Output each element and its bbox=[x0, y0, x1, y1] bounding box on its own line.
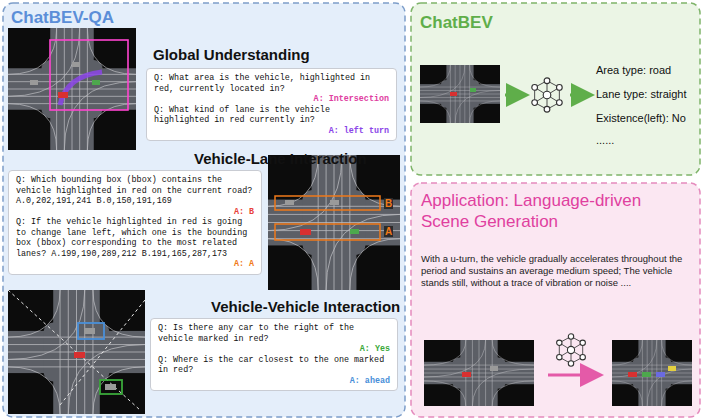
answer: A: A bbox=[16, 259, 254, 270]
question: Q: If the vehicle highlighted in red is … bbox=[16, 217, 254, 259]
answer: A: ahead bbox=[158, 376, 390, 387]
panel: Application: Language-driven Scene Gener… bbox=[411, 183, 700, 417]
answer: A: B bbox=[16, 207, 254, 218]
section-heading: Vehicle-Lane Interaction bbox=[194, 150, 367, 167]
bbox-letter: A bbox=[384, 226, 393, 237]
section-heading: Global Understanding bbox=[153, 46, 310, 63]
qa-box: Vehicle-Vehicle InteractionQ: Is there a… bbox=[150, 318, 398, 391]
panel-title: ChatBEV bbox=[420, 13, 493, 33]
panel-title: Application: Language-driven Scene Gener… bbox=[421, 190, 661, 232]
panel-ground bbox=[411, 3, 700, 175]
bbox-letter: B bbox=[384, 198, 393, 209]
panel-ground bbox=[3, 3, 405, 417]
panel-title: ChatBEV-QA bbox=[11, 8, 114, 28]
answer: A: Yes bbox=[158, 344, 390, 355]
question: Q: Is there any car to the right of the … bbox=[158, 323, 390, 344]
section-heading: Vehicle-Vehicle Interaction bbox=[211, 298, 400, 315]
output-field: ...... bbox=[596, 134, 614, 146]
question: Q: What kind of lane is the vehicle high… bbox=[154, 105, 389, 126]
output-field: Existence(left): No bbox=[596, 112, 686, 124]
answer: A: left turn bbox=[154, 126, 389, 137]
panel-ground bbox=[411, 183, 700, 417]
question: Q: What area is the vehicle, highlighted… bbox=[154, 73, 389, 94]
panel: ChatBEV-QAGlobal UnderstandingQ: What ar… bbox=[3, 3, 405, 417]
question: Q: Which bounding box (bbox) contains th… bbox=[16, 175, 254, 207]
description: With a u-turn, the vehicle gradually acc… bbox=[421, 253, 691, 289]
output-field: Area type: road bbox=[596, 64, 671, 76]
question: Q: Where is the car closest to the one m… bbox=[158, 355, 390, 376]
output-field: Lane type: straight bbox=[596, 88, 687, 100]
qa-box: Global UnderstandingQ: What area is the … bbox=[146, 68, 397, 141]
qa-box: Vehicle-Lane InteractionQ: Which boundin… bbox=[8, 170, 262, 275]
answer: A: Intersection bbox=[154, 94, 389, 105]
